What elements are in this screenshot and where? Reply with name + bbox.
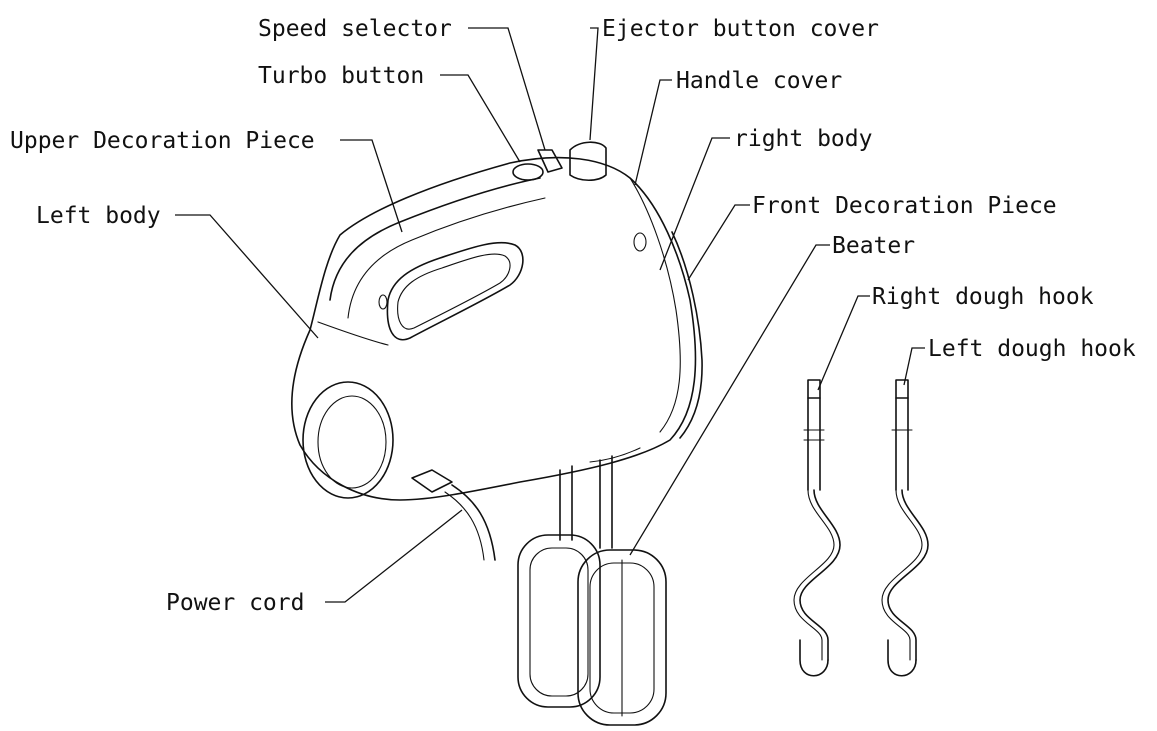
left-body-seam [317, 321, 389, 346]
label-upper-decoration-piece: Upper Decoration Piece [10, 128, 315, 154]
front-decoration-edge [671, 231, 703, 439]
base-seam [589, 447, 641, 463]
rear-vent-inner [317, 395, 387, 489]
upper-decoration-piece-shape [329, 177, 541, 301]
label-handle-cover: Handle cover [676, 68, 842, 94]
mixer-body-outline [291, 156, 697, 501]
power-cord-plug [411, 469, 453, 493]
label-speed-selector: Speed selector [258, 16, 452, 42]
label-left-body: Left body [36, 203, 161, 229]
upper-decoration-inner-line [347, 197, 546, 319]
label-beater: Beater [832, 233, 915, 259]
right-body-seam [629, 177, 681, 433]
label-power-cord: Power cord [166, 590, 304, 616]
label-front-decoration-piece: Front Decoration Piece [752, 193, 1057, 219]
beaters [517, 455, 667, 726]
power-cord-edge [444, 491, 485, 561]
label-right-body: right body [734, 126, 872, 152]
label-right-dough-hook: Right dough hook [872, 284, 1094, 310]
handle-opening-inner [397, 253, 511, 330]
right-dough-hook [793, 379, 841, 677]
label-turbo-button: Turbo button [258, 63, 424, 89]
speed-selector-shape [537, 149, 563, 173]
mixer-body [291, 141, 703, 561]
left-dough-hook [881, 379, 929, 677]
power-cord [451, 484, 496, 561]
beater-paddle-rear [517, 534, 601, 708]
screw-hole [633, 232, 647, 252]
rear-vent-outer [302, 381, 394, 499]
side-indicator [378, 294, 388, 310]
handle-opening [386, 241, 524, 341]
beater-paddle-front [577, 549, 667, 726]
labels: Speed selector Ejector button cover Turb… [10, 16, 1136, 616]
ejector-button-cover-shape [569, 141, 607, 182]
label-left-dough-hook: Left dough hook [928, 336, 1136, 362]
turbo-button-shape [512, 163, 544, 181]
label-ejector-button-cover: Ejector button cover [602, 16, 879, 42]
leader-lines [175, 27, 925, 603]
